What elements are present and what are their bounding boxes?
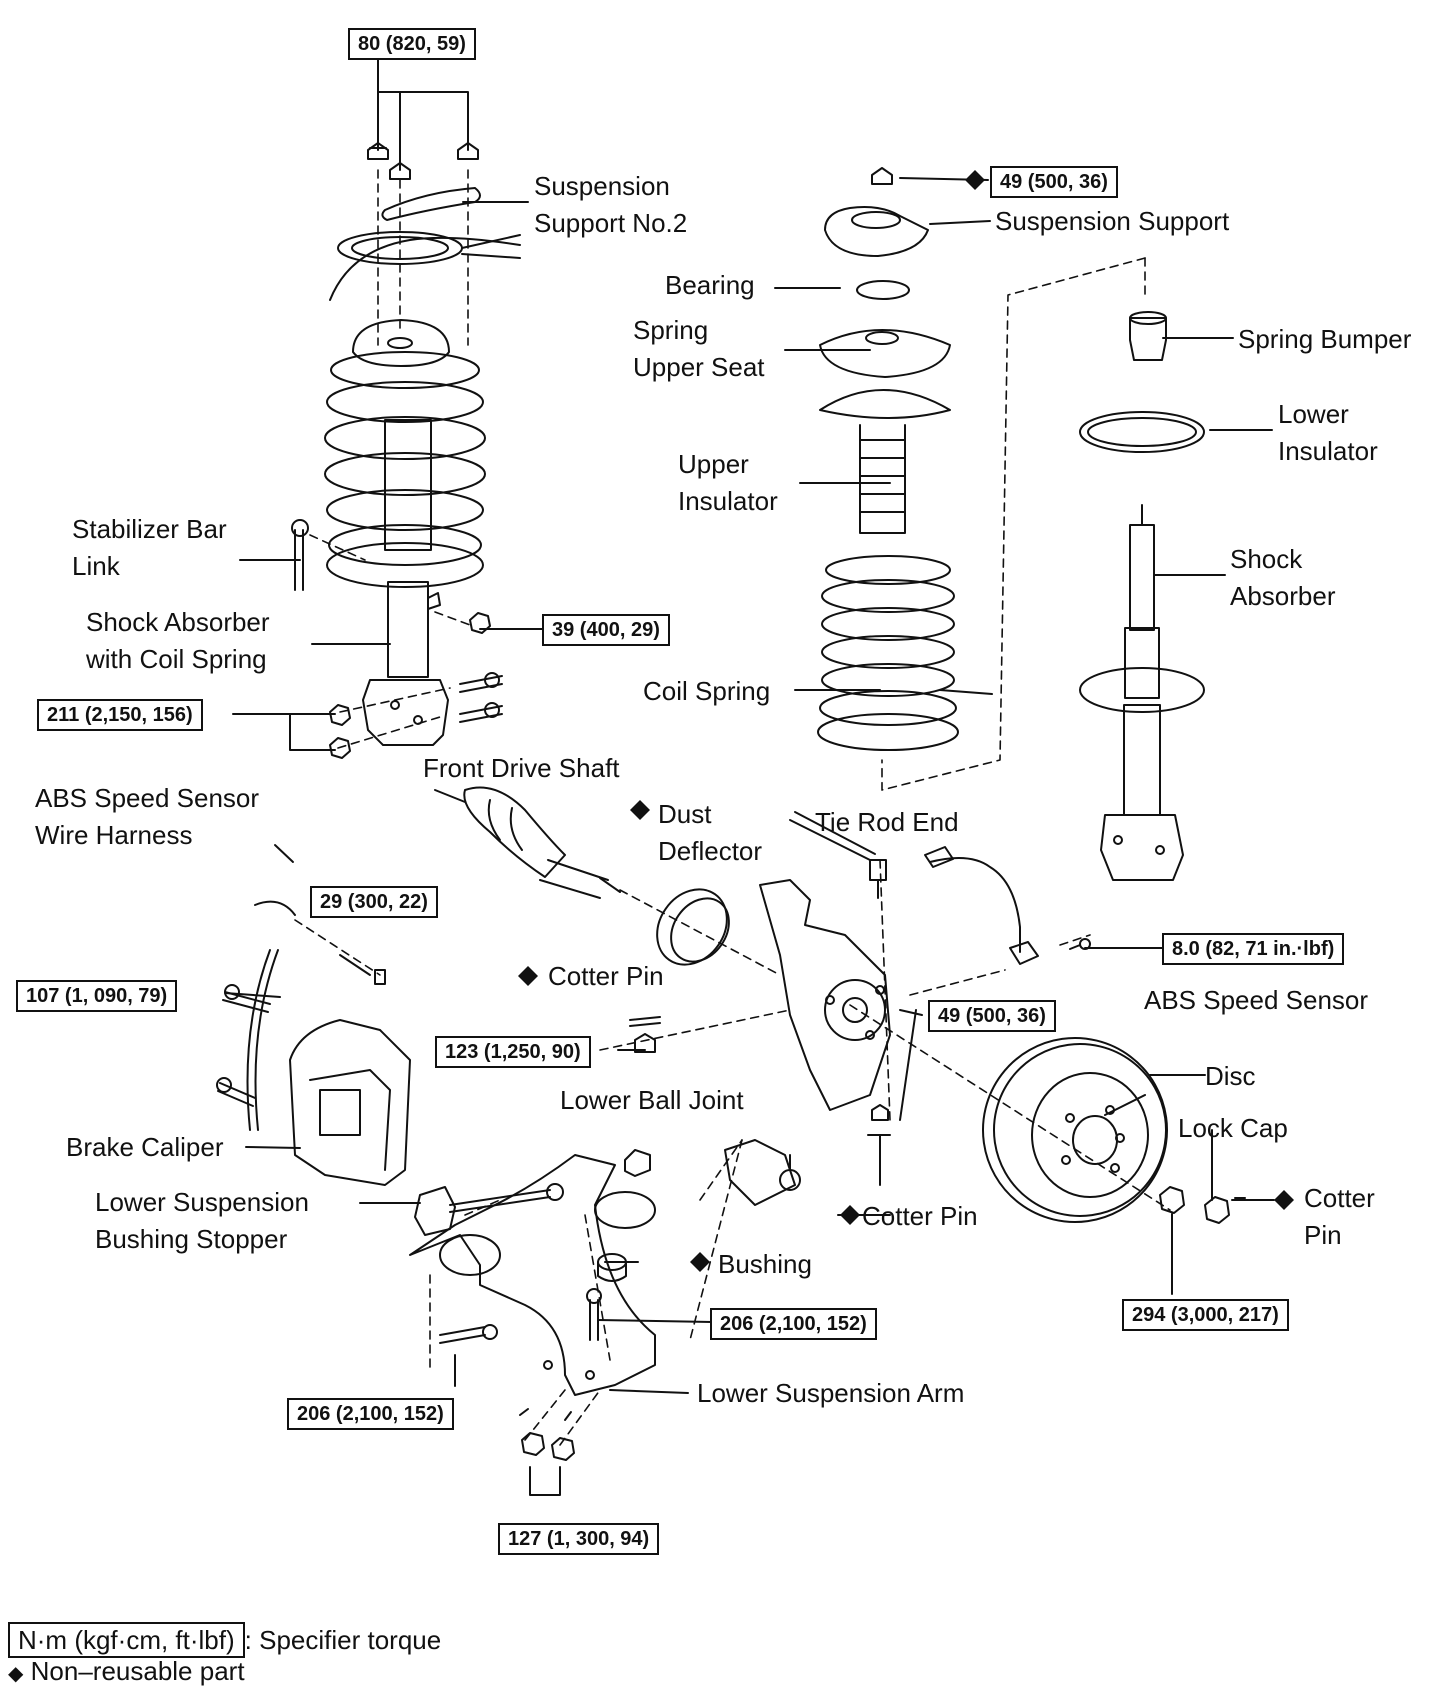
legend-unit-box: N·m (kgf·cm, ft·lbf) — [8, 1622, 245, 1658]
bolt-icon — [459, 672, 503, 723]
cotter-pin-icon — [629, 1016, 891, 1186]
label-lock-cap: Lock Cap — [1178, 1113, 1288, 1143]
label-dust-deflector: Dust Deflector — [658, 799, 763, 866]
support-plate-icon — [381, 187, 481, 221]
torque-spec-box: 29 (300, 22) — [310, 886, 438, 918]
brake-caliper-icon — [246, 900, 411, 1186]
upper-insulator-icon — [819, 389, 951, 419]
label-bushing: Bushing — [718, 1249, 812, 1279]
leader-lines — [224, 57, 1275, 1496]
legend-unit-desc: : Specifier torque — [244, 1625, 442, 1655]
nut-icon — [519, 1408, 575, 1461]
lower-ball-joint-icon — [724, 1139, 801, 1206]
disc-rotor-icon — [982, 1037, 1168, 1223]
label-cotter-pin: Cotter Pin — [862, 1201, 978, 1231]
label-suspension-support: Suspension Support — [995, 206, 1230, 236]
shock-parts-right — [1079, 311, 1205, 881]
spring-upper-seat-icon — [819, 329, 951, 378]
drive-shaft-icon — [434, 786, 621, 899]
label-bearing: Bearing — [665, 270, 755, 300]
label-suspension-support-no2: Suspension Support No.2 — [534, 171, 688, 238]
nut-icon — [634, 1033, 656, 1053]
torque-spec-box: 294 (3,000, 217) — [1122, 1299, 1289, 1331]
legend-nonreusable: ◆ Non–reusable part — [8, 1658, 245, 1685]
bushing-icon — [597, 1253, 627, 1282]
nut-icon — [329, 612, 491, 759]
coil-spring-icon — [817, 555, 959, 751]
strut-parts-center — [817, 167, 959, 751]
label-abs-speed-sensor: ABS Speed Sensor — [1144, 985, 1369, 1015]
label-lower-suspension-arm: Lower Suspension Arm — [697, 1378, 965, 1408]
torque-spec-box: 127 (1, 300, 94) — [498, 1523, 660, 1555]
steering-knuckle-area — [434, 786, 1091, 1186]
bellows-icon — [859, 424, 906, 534]
nut-icon — [871, 1104, 889, 1121]
strut-assembly-left — [291, 142, 521, 759]
label-disc: Disc — [1205, 1061, 1256, 1091]
assembly-dashed-lines — [294, 169, 1171, 1446]
label-lower-insulator: Lower Insulator — [1278, 399, 1378, 466]
label-cotter-pin: Cotter Pin — [548, 961, 664, 991]
bolt-icon — [1069, 938, 1091, 950]
non-reusable-markers — [518, 170, 1294, 1272]
label-stabilizer-bar-link: Stabilizer Bar Link — [72, 514, 227, 581]
label-shock-absorber-with-coil-spring: Shock Absorber with Coil Spring — [86, 607, 270, 674]
label-shock-absorber: Shock Absorber — [1230, 544, 1336, 611]
shock-absorber-icon — [1079, 504, 1205, 881]
bearing-icon — [856, 280, 910, 300]
legend-nonreusable-text: Non–reusable part — [30, 1656, 245, 1686]
torque-spec-box: 206 (2,100, 152) — [287, 1398, 454, 1430]
label-abs-speed-sensor-wire-harness: ABS Speed Sensor Wire Harness — [35, 783, 260, 850]
torque-spec-box: 49 (500, 36) — [928, 1000, 1056, 1032]
torque-spec-box: 123 (1,250, 90) — [435, 1036, 591, 1068]
diamond-icon: ◆ — [8, 1663, 24, 1685]
legend-torque: N·m (kgf·cm, ft·lbf): Specifier torque — [8, 1622, 441, 1658]
torque-spec-box: 49 (500, 36) — [990, 166, 1118, 198]
torque-spec-box: 206 (2,100, 152) — [710, 1308, 877, 1340]
label-front-drive-shaft: Front Drive Shaft — [423, 753, 620, 783]
label-cotter-pin: Cotter Pin — [1304, 1183, 1375, 1250]
label-upper-insulator: Upper Insulator — [678, 449, 778, 516]
knuckle-icon — [759, 879, 891, 1111]
dust-deflector-icon — [656, 888, 730, 966]
abs-sensor-icon — [924, 846, 1039, 965]
lock-cap-icon — [1159, 1186, 1245, 1224]
nut-icon — [871, 167, 893, 185]
torque-spec-box: 80 (820, 59) — [348, 28, 476, 60]
torque-spec-box: 107 (1, 090, 79) — [16, 980, 178, 1012]
bushing-stopper-icon — [414, 1149, 651, 1236]
label-spring-upper-seat: Spring Upper Seat — [633, 315, 765, 382]
label-brake-caliper: Brake Caliper — [66, 1132, 224, 1162]
label-spring-bumper: Spring Bumper — [1238, 324, 1412, 354]
coil-spring-icon — [324, 351, 486, 588]
label-lower-ball-joint: Lower Ball Joint — [560, 1085, 744, 1115]
lower-insulator-icon — [1079, 411, 1205, 453]
label-lower-suspension-bushing-stopper: Lower Suspension Bushing Stopper — [95, 1187, 309, 1254]
torque-spec-box: 8.0 (82, 71 in.·lbf) — [1162, 933, 1345, 965]
tie-rod-end-icon — [789, 811, 887, 899]
label-tie-rod-end: Tie Rod End — [815, 807, 959, 837]
bolt-icon — [216, 969, 386, 1107]
lower-suspension-arm-icon — [409, 1154, 656, 1396]
torque-spec-box: 39 (400, 29) — [542, 614, 670, 646]
bolt-icon — [439, 1288, 602, 1344]
torque-spec-box: 211 (2,150, 156) — [37, 699, 203, 731]
suspension-support-icon — [824, 206, 929, 257]
label-coil-spring: Coil Spring — [643, 676, 771, 706]
nut-icon — [367, 142, 479, 180]
